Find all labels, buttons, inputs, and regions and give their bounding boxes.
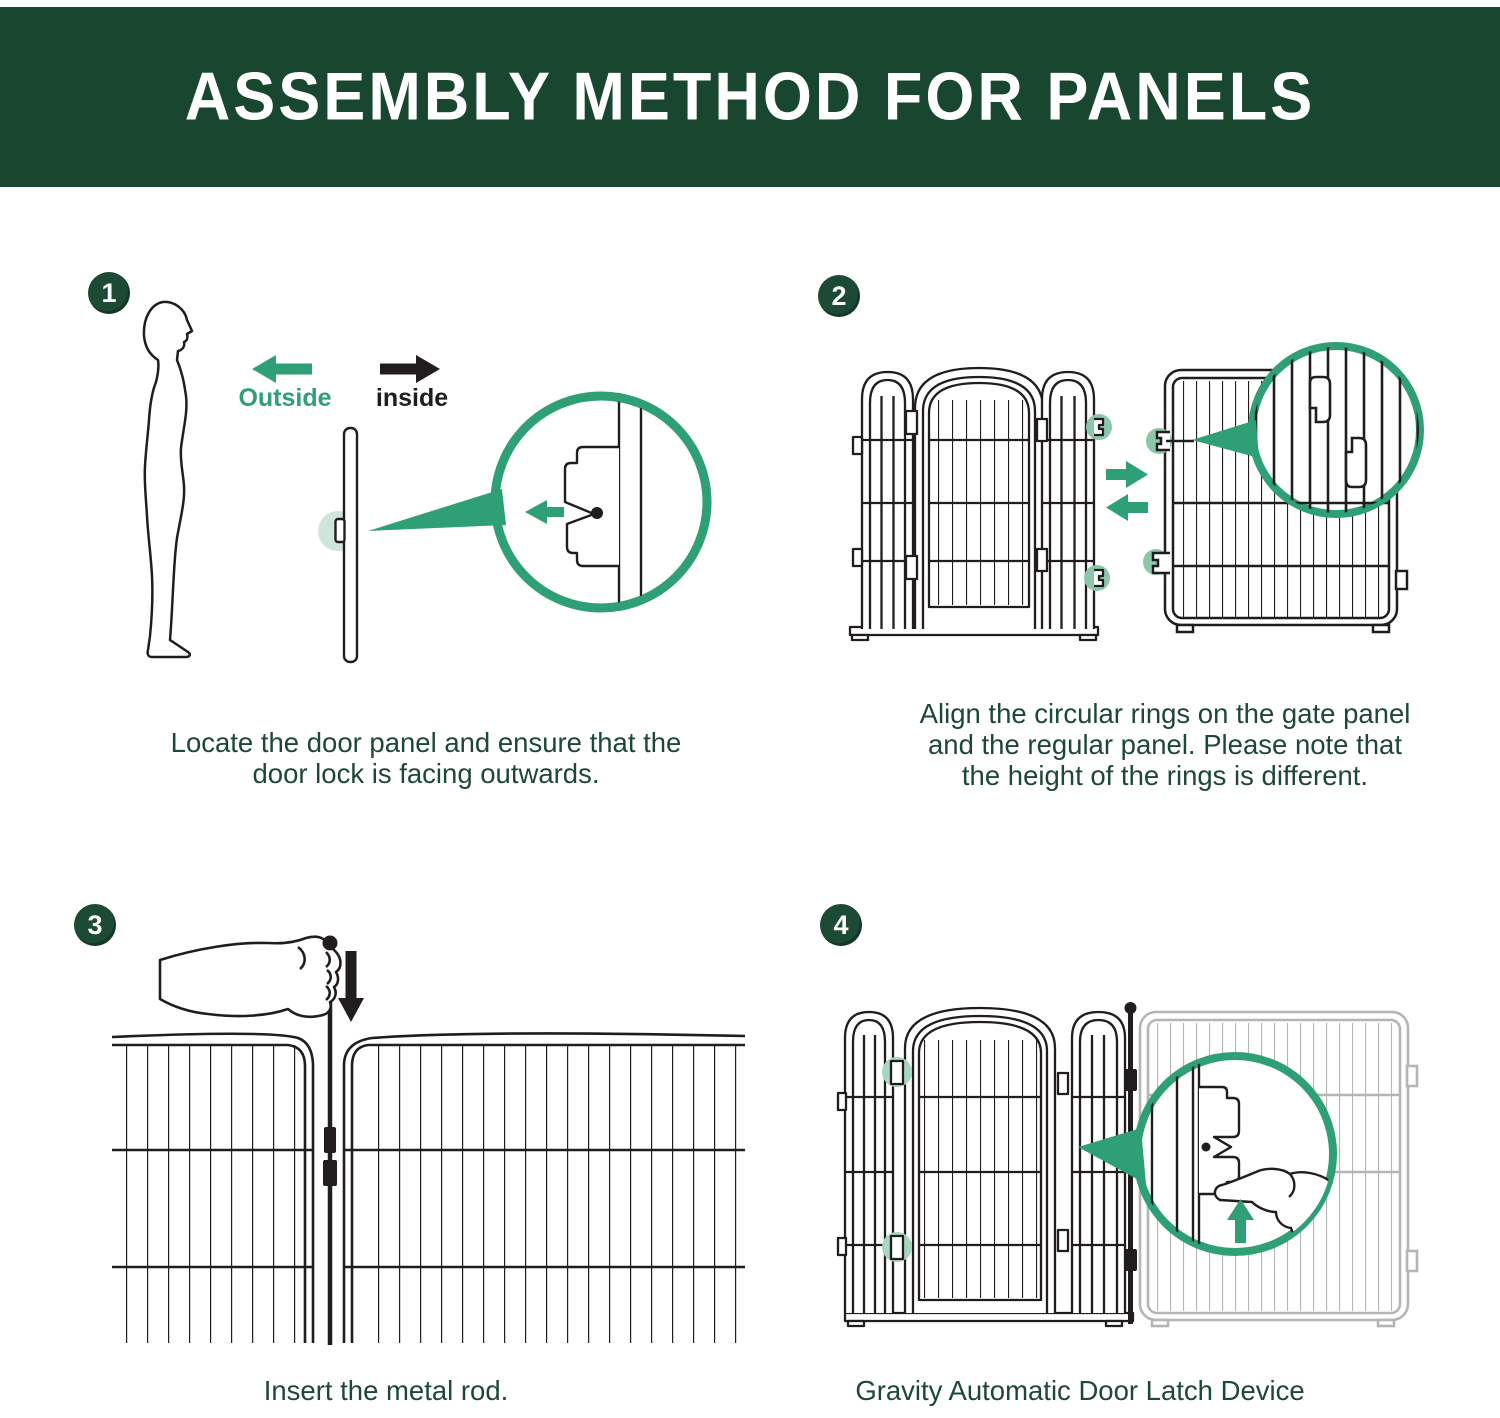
door-lock-detail bbox=[563, 445, 619, 568]
door-panel bbox=[334, 426, 359, 664]
fence-panels bbox=[111, 1032, 746, 1343]
lock-direction-arrow-icon bbox=[525, 500, 564, 524]
ring bbox=[1094, 417, 1105, 437]
hinge bbox=[889, 1059, 905, 1086]
swap-arrows-icon bbox=[1106, 461, 1148, 521]
ring bbox=[1094, 568, 1105, 588]
up-arrow-icon bbox=[1227, 1199, 1254, 1243]
pointer-triangle bbox=[1078, 1128, 1146, 1184]
step-1-illustration bbox=[142, 300, 712, 664]
page-title: ASSEMBLY METHOD FOR PANELS bbox=[184, 59, 1316, 135]
ring bbox=[1155, 430, 1170, 452]
step-1-badge: 1 bbox=[88, 272, 130, 314]
header-banner: ASSEMBLY METHOD FOR PANELS bbox=[0, 7, 1500, 187]
step-2-badge: 2 bbox=[818, 275, 860, 317]
metal-rod bbox=[323, 950, 337, 1345]
step-4-badge: 4 bbox=[820, 904, 862, 946]
magnifier-circle-2 bbox=[1192, 342, 1424, 518]
latch-detail bbox=[1199, 1085, 1241, 1196]
step-3-badge: 3 bbox=[74, 904, 116, 946]
pointer-triangle bbox=[1192, 420, 1259, 458]
rod-ball-top bbox=[322, 935, 338, 951]
upper-ring-detail bbox=[1308, 375, 1332, 424]
step-2-caption: Align the circular rings on the gate pan… bbox=[919, 698, 1411, 791]
inside-arrow-icon bbox=[380, 355, 440, 383]
pointer-triangle bbox=[368, 489, 506, 531]
step-2-number: 2 bbox=[831, 280, 847, 311]
magnifier-circle-1 bbox=[368, 391, 712, 613]
step-1-caption: Locate the door panel and ensure that th… bbox=[170, 727, 682, 789]
hinge bbox=[889, 1234, 905, 1261]
step-1-number: 1 bbox=[101, 277, 117, 308]
step-3-illustration bbox=[111, 935, 746, 1345]
gate-panel-assembly bbox=[836, 1006, 1135, 1328]
outside-arrow-icon bbox=[252, 355, 312, 383]
step-4-number: 4 bbox=[833, 909, 849, 940]
down-arrow-icon bbox=[338, 951, 364, 1022]
step-2-illustration bbox=[848, 342, 1424, 642]
outside-label: Outside bbox=[238, 384, 332, 412]
step-3-caption: Insert the metal rod. bbox=[263, 1375, 509, 1406]
hand-holding-rod bbox=[158, 935, 342, 1019]
step-4-illustration bbox=[836, 1002, 1419, 1328]
hinge bbox=[904, 554, 919, 581]
step-3-number: 3 bbox=[87, 909, 103, 940]
hinge bbox=[904, 409, 919, 436]
gate-panel bbox=[848, 366, 1112, 642]
inside-label: inside bbox=[375, 384, 449, 412]
person-silhouette bbox=[142, 300, 194, 659]
ring bbox=[1151, 551, 1170, 575]
step-4-caption: Gravity Automatic Door Latch Device bbox=[855, 1375, 1305, 1406]
lower-ring-detail bbox=[1344, 436, 1368, 489]
